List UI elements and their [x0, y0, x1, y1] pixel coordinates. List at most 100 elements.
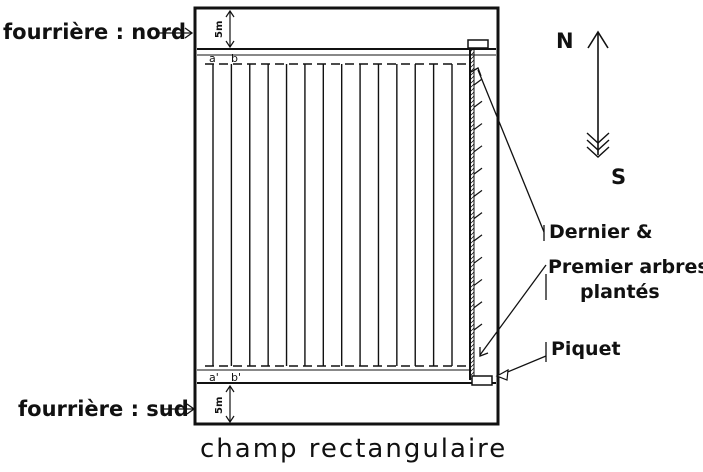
border-hatch-stroke: [469, 67, 475, 73]
border-hatch-stroke: [469, 239, 475, 245]
border-hatch-stroke: [469, 299, 475, 305]
border-tree-mark: [473, 234, 483, 242]
border-hatch-stroke: [469, 259, 475, 265]
compass-arrow-icon: [586, 30, 610, 158]
border-hatch-stroke: [469, 71, 475, 77]
border-hatch-stroke: [469, 123, 475, 129]
row-label-a-prime: a': [209, 371, 219, 384]
north-headland-width-label: 5m: [214, 21, 225, 38]
border-hatch-stroke: [469, 311, 475, 317]
border-hatch-stroke: [469, 63, 475, 69]
north-dimension-arrow: [225, 9, 235, 49]
border-hatch-stroke: [469, 107, 475, 113]
trees-label-line3: plantés: [580, 281, 660, 303]
border-hatch-stroke: [469, 223, 475, 229]
border-hatch-stroke: [469, 291, 475, 297]
border-hatch-stroke: [469, 271, 475, 277]
border-hatch-stroke: [469, 155, 475, 161]
border-hatch-stroke: [469, 355, 475, 361]
stake-south: [471, 375, 493, 386]
border-hatch-stroke: [469, 275, 475, 281]
border-hatch-stroke: [469, 263, 475, 269]
border-tree-mark: [473, 301, 483, 309]
border-hatch-stroke: [469, 363, 475, 369]
border-hatch-stroke: [469, 167, 475, 173]
border-hatch-stroke: [469, 139, 475, 145]
south-dimension-arrow: [225, 384, 235, 424]
border-hatch-stroke: [469, 227, 475, 233]
south-headland-label: fourrière : sud: [18, 397, 189, 421]
border-hatch-stroke: [469, 59, 475, 65]
field-outline: [193, 6, 500, 426]
border-hatch-stroke: [469, 231, 475, 237]
border-hatch-stroke: [469, 171, 475, 177]
border-hatch-stroke: [469, 315, 475, 321]
border-hatch-stroke: [469, 183, 475, 189]
stake-pointer: [495, 342, 547, 381]
border-hatch-stroke: [469, 343, 475, 349]
border-hatch-stroke: [469, 215, 475, 221]
border-hatch-stroke: [469, 339, 475, 345]
border-tree-mark: [473, 278, 483, 286]
border-hatch-stroke: [469, 131, 475, 137]
border-tree-mark: [473, 145, 483, 153]
border-hatch-stroke: [469, 143, 475, 149]
border-hatch-stroke: [469, 159, 475, 165]
border-hatch-stroke: [469, 75, 475, 81]
border-hatch-stroke: [469, 79, 475, 85]
south-headland-pointer: [162, 403, 196, 415]
border-tree-mark: [473, 189, 483, 197]
border-tree-mark: [473, 167, 483, 175]
border-hatch-stroke: [469, 99, 475, 105]
trees-label-line1: Dernier &: [549, 221, 653, 243]
border-hatch-stroke: [469, 87, 475, 93]
border-hatch-stroke: [469, 95, 475, 101]
north-headland-pointer: [157, 27, 194, 39]
border-hatch-stroke: [469, 211, 475, 217]
border-tree-mark: [473, 212, 483, 220]
border-hatch-stroke: [469, 331, 475, 337]
stake-label: Piquet: [551, 338, 621, 360]
row-label-b: b: [231, 52, 238, 65]
border-hatch-stroke: [469, 147, 475, 153]
border-hatch-stroke: [469, 295, 475, 301]
border-hatch-stroke: [469, 279, 475, 285]
border-tree-row: [469, 44, 483, 381]
border-hatch-stroke: [469, 303, 475, 309]
border-hatch-stroke: [469, 135, 475, 141]
border-hatch-stroke: [469, 187, 475, 193]
border-hatch-stroke: [469, 179, 475, 185]
border-hatch-stroke: [469, 319, 475, 325]
border-hatch-stroke: [469, 247, 475, 253]
border-hatch-stroke: [469, 83, 475, 89]
border-hatch-stroke: [469, 103, 475, 109]
border-tree-mark: [473, 256, 483, 264]
border-hatch-stroke: [469, 367, 475, 373]
border-hatch-stroke: [469, 255, 475, 261]
row-label-b-prime: b': [231, 371, 241, 384]
border-tree-mark: [473, 78, 483, 86]
border-hatch-stroke: [469, 55, 475, 61]
south-headland-width-label: 5m: [214, 397, 225, 414]
north-headland-label: fourrière : nord: [3, 20, 186, 44]
planted-rows: [212, 64, 453, 366]
border-hatch-stroke: [469, 347, 475, 353]
first-last-trees-pointer: [470, 67, 547, 357]
border-hatch-stroke: [469, 115, 475, 121]
border-hatch-stroke: [469, 207, 475, 213]
border-hatch-stroke: [469, 163, 475, 169]
stake-north: [467, 39, 489, 49]
border-hatch-stroke: [469, 175, 475, 181]
border-hatch-stroke: [469, 351, 475, 357]
compass-south-label: S: [611, 165, 626, 189]
border-hatch-stroke: [469, 371, 475, 377]
compass-north-label: N: [556, 29, 574, 53]
border-hatch-stroke: [469, 219, 475, 225]
trees-label-line2: Premier arbres: [548, 256, 703, 278]
border-hatch-stroke: [469, 267, 475, 273]
border-hatch-stroke: [469, 283, 475, 289]
border-hatch-stroke: [469, 199, 475, 205]
border-hatch-stroke: [469, 335, 475, 341]
border-tree-mark: [473, 323, 483, 331]
